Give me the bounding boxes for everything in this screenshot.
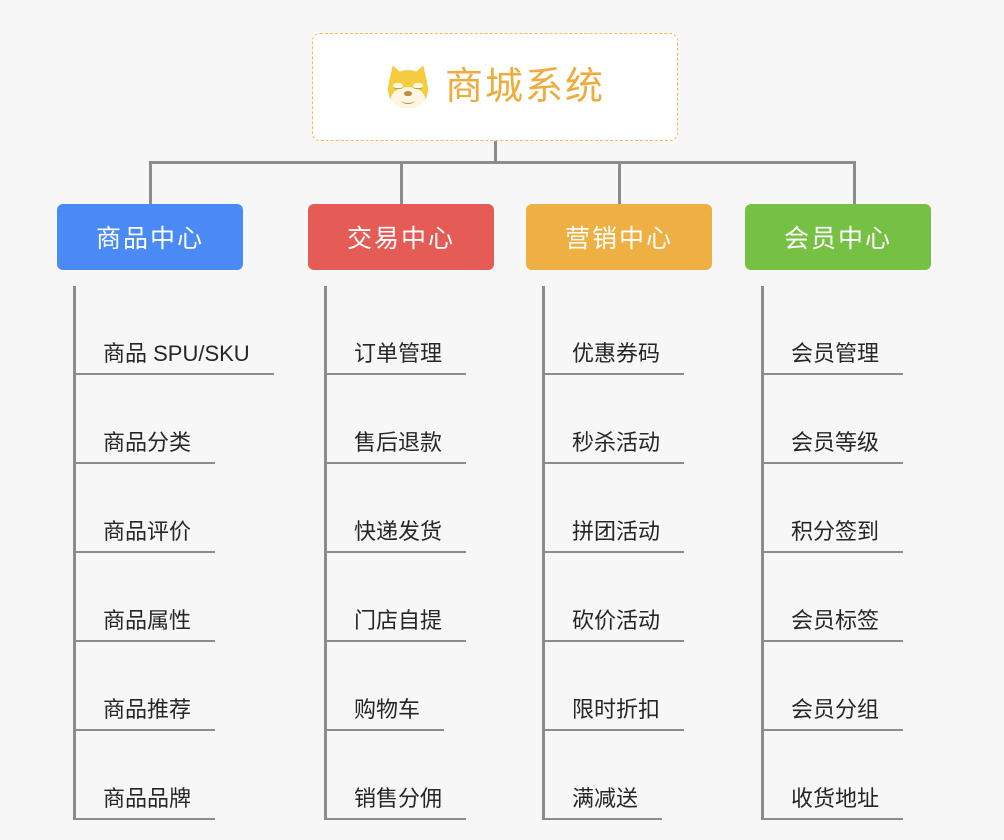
leaf-label: 会员标签 bbox=[761, 608, 904, 642]
leaf-spine-0 bbox=[73, 286, 76, 820]
list-item[interactable]: 商品 SPU/SKU bbox=[73, 286, 274, 375]
list-item[interactable]: 售后退款 bbox=[324, 375, 494, 464]
leaf-label: 会员管理 bbox=[761, 341, 904, 375]
list-item[interactable]: 积分签到 bbox=[761, 464, 931, 553]
leaf-spine-2 bbox=[542, 286, 545, 820]
leaf-label: 商品评价 bbox=[73, 519, 216, 553]
root-title: 商城系统 bbox=[444, 66, 605, 108]
leaf-label: 商品品牌 bbox=[73, 786, 216, 820]
leaf-label: 收货地址 bbox=[761, 786, 904, 820]
leaf-list-2: 优惠券码 秒杀活动 拼团活动 砍价活动 限时折扣 满减送 bbox=[526, 286, 712, 820]
leaf-label: 砍价活动 bbox=[542, 608, 685, 642]
leaf-spine-1 bbox=[324, 286, 327, 820]
list-item[interactable]: 快递发货 bbox=[324, 464, 494, 553]
list-item[interactable]: 会员分组 bbox=[761, 642, 931, 731]
category-header-1[interactable]: 交易中心 bbox=[308, 204, 494, 270]
list-item[interactable]: 销售分佣 bbox=[324, 731, 494, 820]
root-node[interactable]: 商城系统 bbox=[312, 33, 678, 141]
leaf-label: 商品 SPU/SKU bbox=[73, 341, 274, 375]
list-item[interactable]: 门店自提 bbox=[324, 553, 494, 642]
leaf-spine-3 bbox=[761, 286, 764, 820]
list-item[interactable]: 购物车 bbox=[324, 642, 494, 731]
category-column-huiyuan: 会员中心 会员管理 会员等级 积分签到 会员标签 会员分组 收货地址 bbox=[745, 204, 931, 820]
branch-connector-1 bbox=[400, 161, 403, 205]
list-item[interactable]: 会员管理 bbox=[761, 286, 931, 375]
leaf-label: 积分签到 bbox=[761, 519, 904, 553]
leaf-label: 秒杀活动 bbox=[542, 430, 685, 464]
list-item[interactable]: 优惠券码 bbox=[542, 286, 712, 375]
leaf-label: 购物车 bbox=[324, 697, 445, 731]
leaf-list-0: 商品 SPU/SKU 商品分类 商品评价 商品属性 商品推荐 商品品牌 bbox=[57, 286, 274, 820]
leaf-label: 拼团活动 bbox=[542, 519, 685, 553]
leaf-label: 售后退款 bbox=[324, 430, 467, 464]
leaf-label: 销售分佣 bbox=[324, 786, 467, 820]
list-item[interactable]: 满减送 bbox=[542, 731, 712, 820]
list-item[interactable]: 商品属性 bbox=[73, 553, 274, 642]
leaf-list-1: 订单管理 售后退款 快递发货 门店自提 购物车 销售分佣 bbox=[308, 286, 494, 820]
branch-connector-0 bbox=[149, 161, 152, 205]
list-item[interactable]: 商品评价 bbox=[73, 464, 274, 553]
leaf-label: 快递发货 bbox=[324, 519, 467, 553]
list-item[interactable]: 商品推荐 bbox=[73, 642, 274, 731]
category-column-jiaoyi: 交易中心 订单管理 售后退款 快递发货 门店自提 购物车 销售分佣 bbox=[308, 204, 494, 820]
list-item[interactable]: 砍价活动 bbox=[542, 553, 712, 642]
horizontal-bus-connector bbox=[150, 161, 856, 164]
leaf-label: 优惠券码 bbox=[542, 341, 685, 375]
leaf-label: 会员等级 bbox=[761, 430, 904, 464]
category-header-2[interactable]: 营销中心 bbox=[526, 204, 712, 270]
category-header-3[interactable]: 会员中心 bbox=[745, 204, 931, 270]
leaf-label: 商品推荐 bbox=[73, 697, 216, 731]
leaf-label: 会员分组 bbox=[761, 697, 904, 731]
list-item[interactable]: 会员等级 bbox=[761, 375, 931, 464]
list-item[interactable]: 商品品牌 bbox=[73, 731, 274, 820]
list-item[interactable]: 拼团活动 bbox=[542, 464, 712, 553]
list-item[interactable]: 订单管理 bbox=[324, 286, 494, 375]
category-column-yingxiao: 营销中心 优惠券码 秒杀活动 拼团活动 砍价活动 限时折扣 满减送 bbox=[526, 204, 712, 820]
shiba-dog-icon bbox=[384, 62, 432, 110]
leaf-list-3: 会员管理 会员等级 积分签到 会员标签 会员分组 收货地址 bbox=[745, 286, 931, 820]
list-item[interactable]: 会员标签 bbox=[761, 553, 931, 642]
branch-connector-2 bbox=[618, 161, 621, 205]
category-header-0[interactable]: 商品中心 bbox=[57, 204, 243, 270]
category-column-shangpin: 商品中心 商品 SPU/SKU 商品分类 商品评价 商品属性 商品推荐 商品品牌 bbox=[57, 204, 274, 820]
leaf-label: 商品属性 bbox=[73, 608, 216, 642]
list-item[interactable]: 收货地址 bbox=[761, 731, 931, 820]
leaf-label: 门店自提 bbox=[324, 608, 467, 642]
list-item[interactable]: 限时折扣 bbox=[542, 642, 712, 731]
root-stem-connector bbox=[494, 141, 497, 163]
leaf-label: 商品分类 bbox=[73, 430, 216, 464]
leaf-label: 订单管理 bbox=[324, 341, 467, 375]
leaf-label: 限时折扣 bbox=[542, 697, 685, 731]
list-item[interactable]: 秒杀活动 bbox=[542, 375, 712, 464]
branch-connector-3 bbox=[853, 161, 856, 205]
leaf-label: 满减送 bbox=[542, 786, 663, 820]
list-item[interactable]: 商品分类 bbox=[73, 375, 274, 464]
